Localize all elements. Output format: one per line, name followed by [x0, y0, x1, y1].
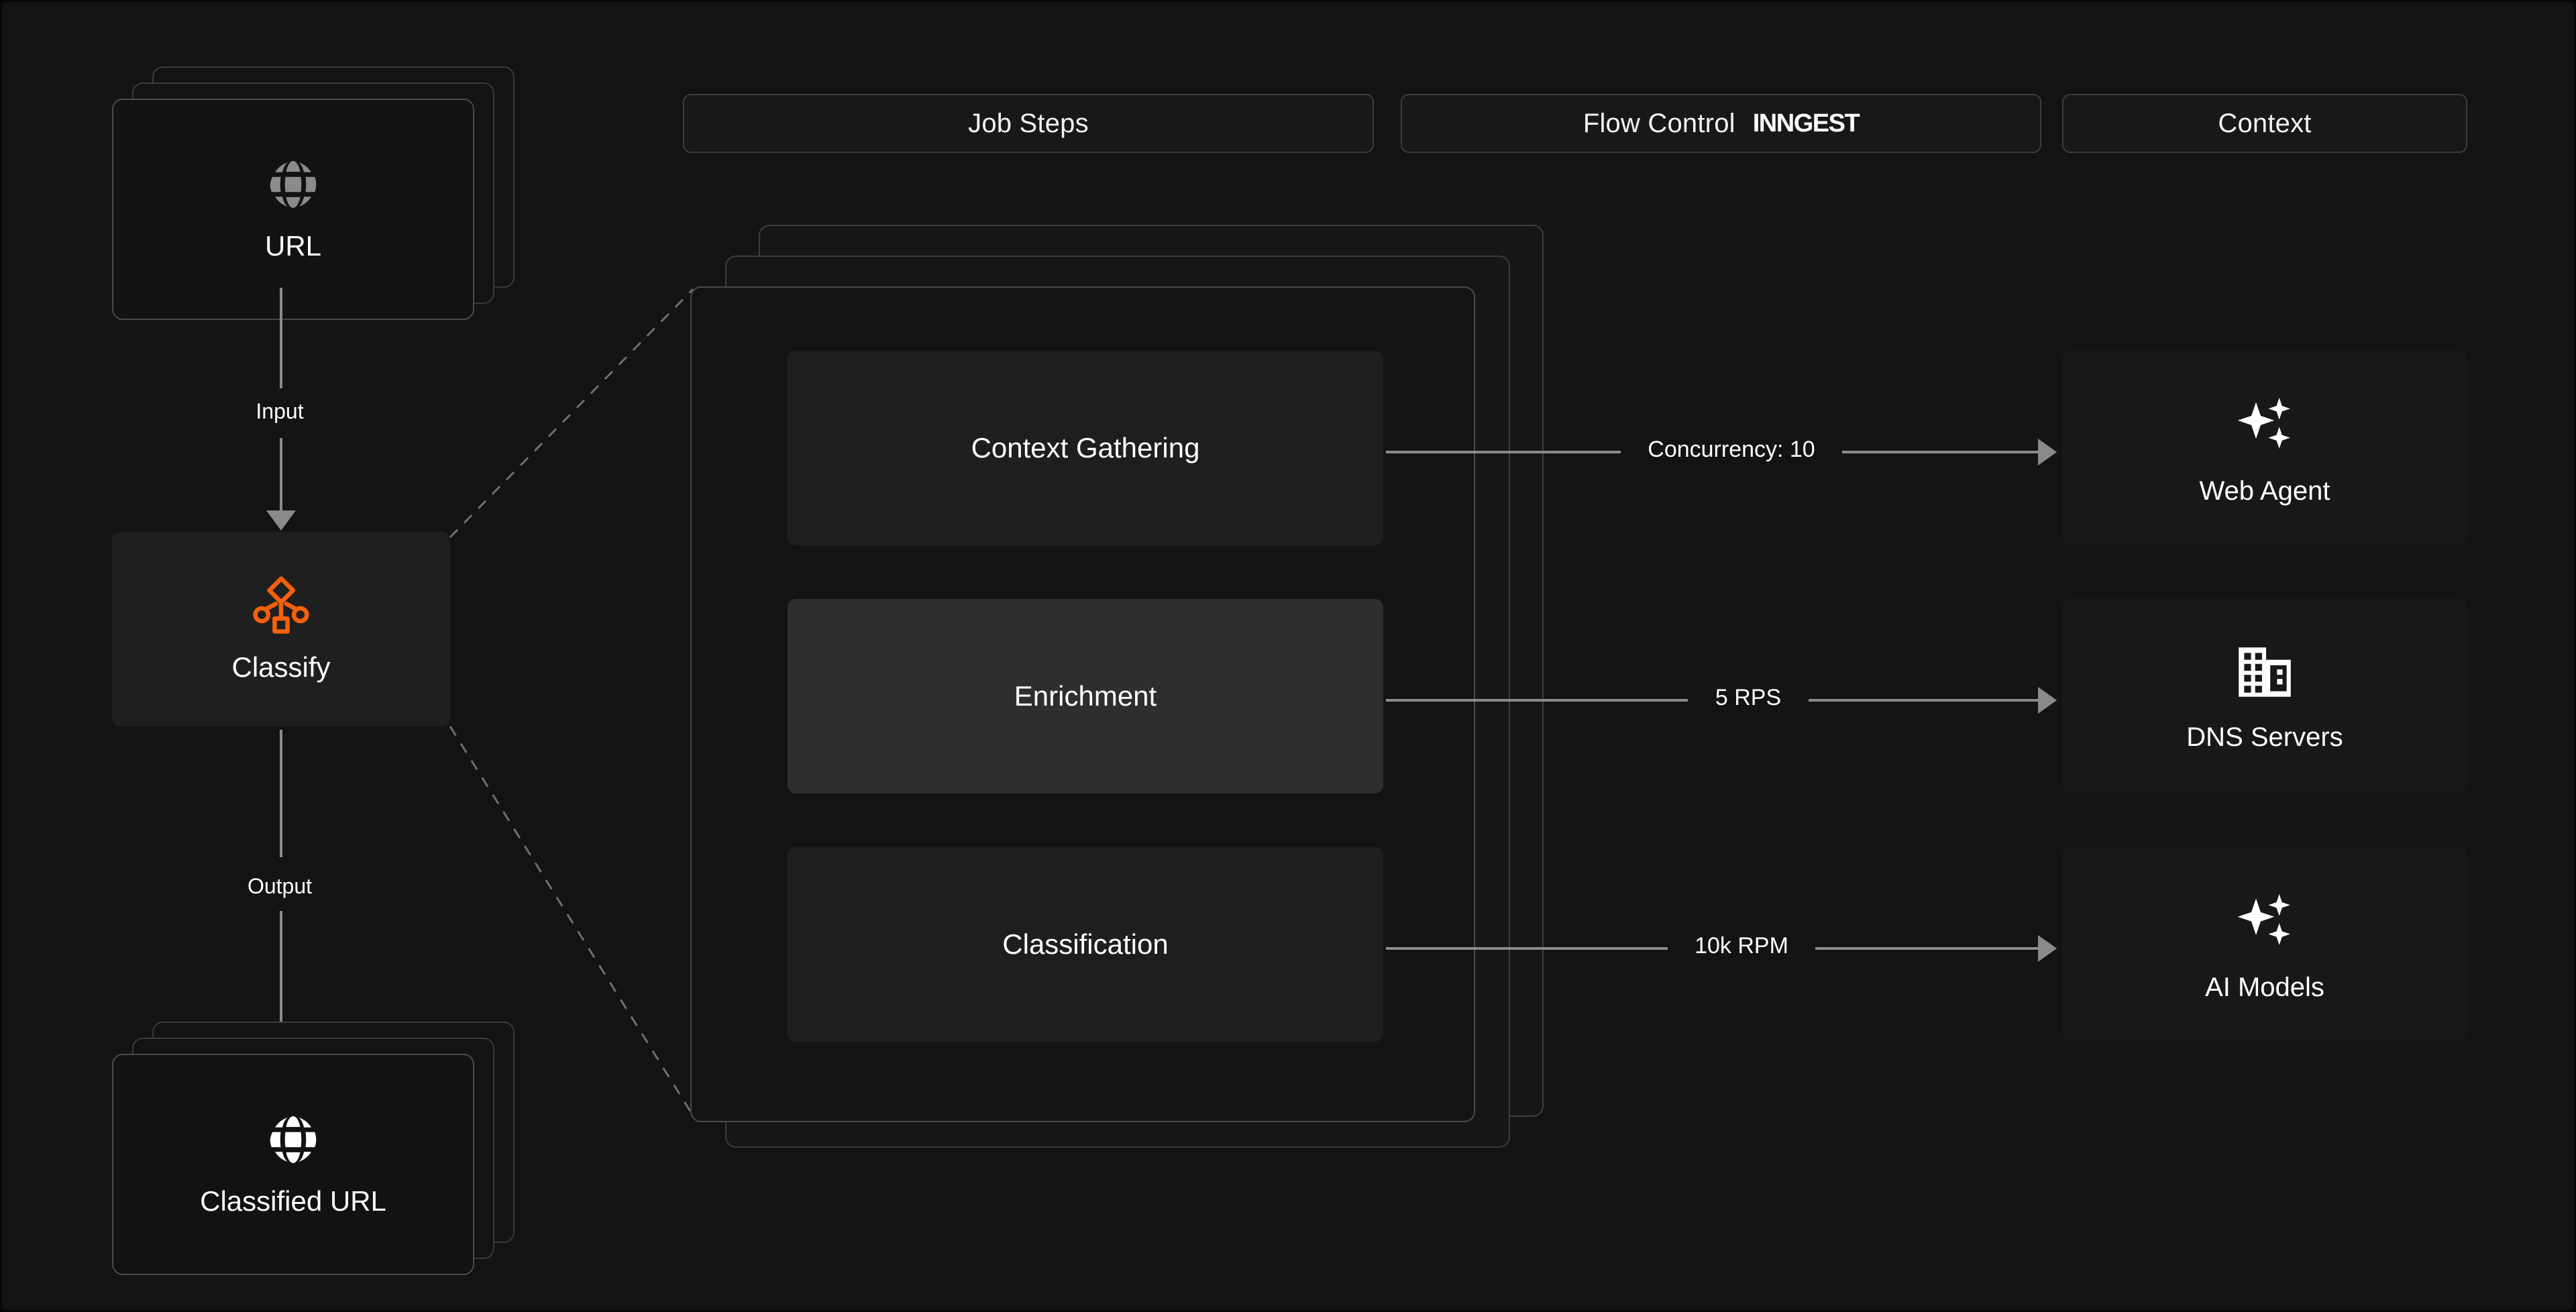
input-node-url[interactable]: URL: [112, 66, 515, 321]
output-node-classified-url-face[interactable]: Classified URL: [112, 1054, 474, 1275]
context-card-label: AI Models: [2205, 972, 2324, 1002]
input-node-url-label: URL: [264, 230, 322, 262]
flow-edge-line-left: [1386, 699, 1688, 702]
job-step-card[interactable]: Enrichment: [788, 599, 1383, 794]
building-icon: [2232, 639, 2298, 705]
tab-flow-control[interactable]: Flow Control INNGEST: [1401, 94, 2041, 153]
flow-control-label: Concurrency: 10: [1648, 437, 1815, 462]
tab-job-steps-label: Job Steps: [968, 108, 1089, 138]
flow-edge-arrowhead: [2038, 439, 2057, 466]
context-card-web-agent[interactable]: Web Agent: [2062, 351, 2467, 544]
flow-control-label: 10k RPM: [1695, 933, 1788, 959]
context-card-label: Web Agent: [2199, 476, 2330, 506]
edge-input-label: Input: [256, 399, 304, 423]
flow-edge-line-left: [1386, 947, 1668, 950]
edge-input-arrowhead: [266, 510, 296, 531]
flow-edge-line-right: [1842, 451, 2043, 453]
context-card-dns-servers[interactable]: DNS Servers: [2062, 599, 2467, 792]
output-node-classified-url[interactable]: Classified URL: [112, 1022, 515, 1276]
job-step-label: Context Gathering: [971, 432, 1200, 463]
flow-edge-line-right: [1809, 699, 2043, 702]
process-node-classify[interactable]: Classify: [112, 532, 450, 726]
job-step-card[interactable]: Classification: [788, 847, 1383, 1042]
edge-output-line-upper: [280, 730, 282, 857]
edge-output-line-lower: [280, 911, 282, 1032]
tab-flow-control-label: Flow Control: [1582, 108, 1735, 138]
job-steps-panel: Context Gathering Enrichment Classificat…: [690, 286, 1475, 1122]
flow-control-label: 5 RPS: [1715, 685, 1782, 710]
context-card-ai-models[interactable]: AI Models: [2062, 847, 2467, 1040]
inngest-wordmark: INNGEST: [1752, 109, 1860, 138]
edge-input-line-upper: [280, 288, 282, 388]
job-step-label: Enrichment: [1014, 680, 1157, 712]
tab-context-label: Context: [2218, 108, 2312, 138]
scope-connector-dashed: [449, 288, 694, 1116]
flow-edge-arrowhead: [2038, 935, 2057, 962]
sparkles-icon: [2230, 389, 2300, 459]
edge-input-line-lower: [280, 438, 282, 512]
globe-icon: [265, 156, 321, 213]
job-step-card[interactable]: Context Gathering: [788, 351, 1383, 545]
tab-job-steps[interactable]: Job Steps: [683, 94, 1374, 153]
context-card-label: DNS Servers: [2186, 722, 2343, 752]
flow-edge-line-right: [1815, 947, 2043, 950]
edge-output-label: Output: [247, 874, 313, 898]
input-node-url-face[interactable]: URL: [112, 99, 474, 320]
tab-context[interactable]: Context: [2062, 94, 2467, 153]
flow-edge-arrowhead: [2038, 687, 2057, 714]
sparkles-icon: [2230, 885, 2300, 955]
flow-edge-line-left: [1386, 451, 1621, 453]
workflow-classify-icon: [250, 575, 312, 637]
output-node-classified-url-label: Classified URL: [200, 1185, 386, 1217]
process-node-classify-label: Classify: [231, 651, 331, 683]
globe-icon: [265, 1111, 321, 1168]
job-step-label: Classification: [1002, 928, 1169, 960]
